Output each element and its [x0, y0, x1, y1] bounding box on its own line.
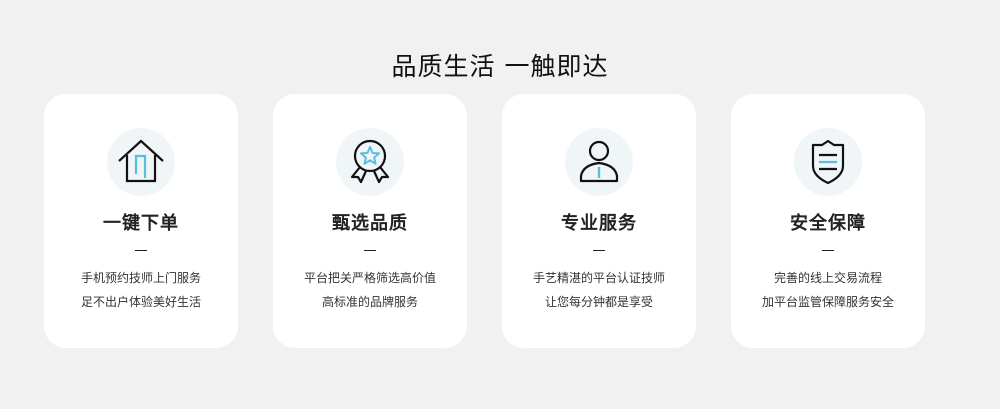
card-description: 手机预约技师上门服务 足不出户体验美好生活	[44, 266, 238, 314]
feature-card-service: 专业服务 手艺精湛的平台认证技师 让您每分钟都是享受	[502, 94, 696, 348]
description-line: 高标准的品牌服务	[321, 295, 418, 309]
card-title: 专业服务	[561, 213, 637, 234]
divider	[593, 250, 605, 251]
card-description: 手艺精湛的平台认证技师 让您每分钟都是享受	[502, 266, 696, 314]
description-line: 让您每分钟都是享受	[544, 295, 653, 309]
description-line: 完善的线上交易流程	[773, 271, 882, 285]
description-line: 手艺精湛的平台认证技师	[532, 271, 665, 285]
feature-cards: 一键下单 手机预约技师上门服务 足不出户体验美好生活 甄选品质 平台把关严格筛选…	[44, 94, 925, 348]
card-title: 甄选品质	[332, 213, 408, 234]
person-icon	[579, 140, 619, 183]
icon-circle	[565, 128, 633, 196]
feature-card-security: 安全保障 完善的线上交易流程 加平台监管保障服务安全	[731, 94, 925, 348]
description-line: 平台把关严格筛选高价值	[303, 271, 436, 285]
feature-card-order: 一键下单 手机预约技师上门服务 足不出户体验美好生活	[44, 94, 238, 348]
card-title: 安全保障	[790, 213, 866, 234]
divider	[822, 250, 834, 251]
icon-circle	[336, 128, 404, 196]
divider	[135, 250, 147, 251]
feature-card-quality: 甄选品质 平台把关严格筛选高价值 高标准的品牌服务	[273, 94, 467, 348]
description-line: 足不出户体验美好生活	[80, 295, 201, 309]
icon-circle	[794, 128, 862, 196]
divider	[364, 250, 376, 251]
icon-circle	[107, 128, 175, 196]
description-line: 加平台监管保障服务安全	[761, 295, 894, 309]
card-description: 平台把关严格筛选高价值 高标准的品牌服务	[273, 266, 467, 314]
shield-icon	[811, 139, 845, 185]
description-line: 手机预约技师上门服务	[80, 271, 201, 285]
card-title: 一键下单	[103, 213, 179, 234]
award-medal-icon	[350, 139, 390, 184]
house-icon	[118, 139, 164, 183]
card-description: 完善的线上交易流程 加平台监管保障服务安全	[731, 266, 925, 314]
section-title: 品质生活 一触即达	[391, 51, 609, 81]
